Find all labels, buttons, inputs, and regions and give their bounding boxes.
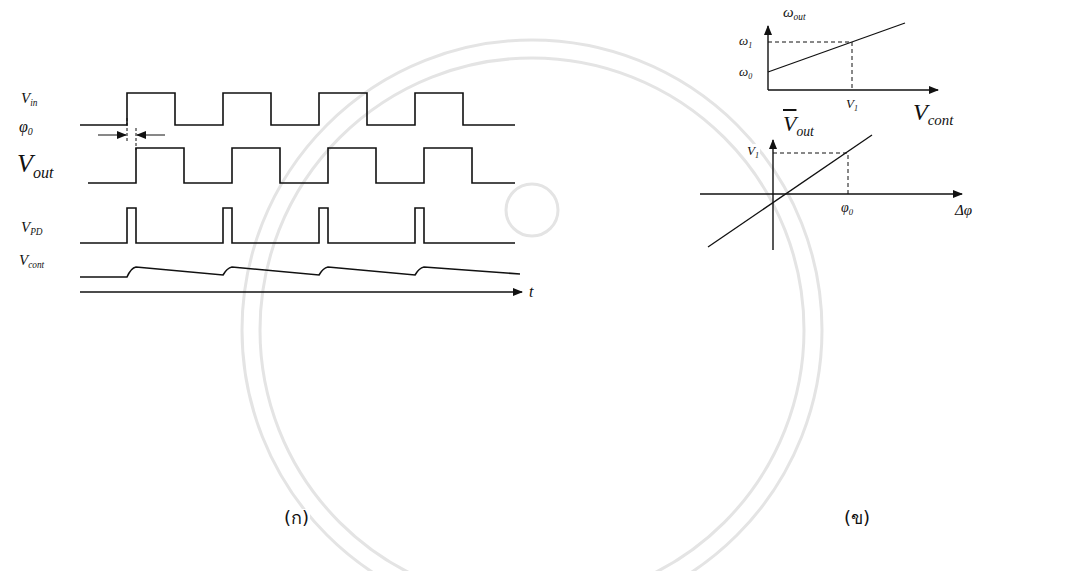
vpd-wave <box>80 208 515 243</box>
signal-label: VPD <box>20 220 44 238</box>
vcont-wave <box>80 267 520 277</box>
phase-detector-graph <box>700 135 962 250</box>
vin-wave <box>80 93 515 125</box>
signal-label: ωout <box>782 5 806 23</box>
signal-label: t <box>528 284 534 300</box>
signal-label: Vcont <box>18 253 45 271</box>
signal-label: Vout <box>782 113 815 138</box>
signal-label: ω0 <box>738 65 753 81</box>
signal-label: Δφ <box>954 203 973 218</box>
vout-wave <box>88 148 515 183</box>
signal-label: Vcont <box>912 100 954 128</box>
phase-marker <box>98 118 165 150</box>
signal-label: φ0 <box>840 201 854 217</box>
time-axis <box>80 291 522 292</box>
signal-label: (ก) <box>283 509 310 527</box>
timing-waveforms <box>80 93 520 277</box>
signal-label: Vin <box>20 91 38 109</box>
signal-label: Vout <box>16 151 54 181</box>
signal-label: ω1 <box>738 34 753 50</box>
vco-graph <box>768 23 938 90</box>
signal-label: V1 <box>845 97 859 113</box>
signal-label: φ0 <box>18 119 34 137</box>
signal-label: V1 <box>746 144 760 160</box>
watermark-seal <box>242 40 822 571</box>
signal-label: (ข) <box>843 509 871 527</box>
